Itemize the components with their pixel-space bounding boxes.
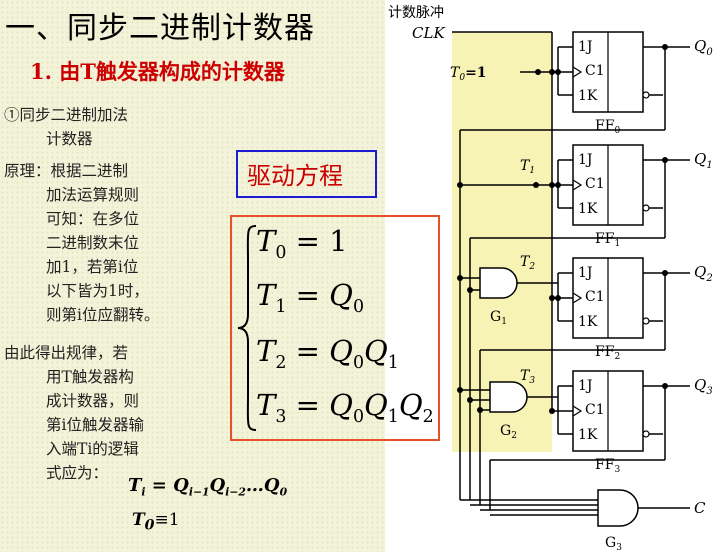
flip-flop-0: 1J C1 1K FF0 <box>572 31 650 136</box>
j-input-label: 1J <box>578 265 593 281</box>
equations-box <box>230 215 440 441</box>
clock-input-label: C1 <box>585 289 605 305</box>
flip-flop-1: 1J C1 1K FF1 <box>572 144 650 249</box>
equation-t3: T3 = Q0Q1Q2 <box>256 388 434 427</box>
brace-icon <box>237 225 257 431</box>
output-label: Q2 <box>694 263 713 284</box>
text-line: 可知：在多位 <box>46 210 140 228</box>
text-line: 式应为： <box>46 464 109 482</box>
text-line: 计数器 <box>46 130 93 148</box>
page-title: 一、同步二进制计数器 <box>5 11 315 46</box>
text-line: 以下皆为1时， <box>46 282 149 300</box>
equation-t2: T2 = Q0Q1 <box>256 334 399 373</box>
k-input-label: 1K <box>578 314 598 330</box>
clock-input-label: C1 <box>585 402 605 418</box>
and-gate-1: G1 <box>479 267 518 327</box>
k-input-label: 1K <box>578 88 598 104</box>
paragraph-adder: ①同步二进制加法 计数器 <box>4 103 128 151</box>
j-input-label: 1J <box>578 39 593 55</box>
flip-flop-2: 1J C1 1K FF2 <box>572 257 650 362</box>
text-line: 加法运算规则 <box>46 186 140 204</box>
t0-label: T0=1 <box>450 65 487 83</box>
flip-flop-name: FF0 <box>595 118 620 136</box>
t0-formula: T0≡1 <box>132 510 180 534</box>
text-line: 原理：根据二进制 <box>4 162 129 180</box>
clock-input-label: C1 <box>585 176 605 192</box>
text-line: 成计数器，则 <box>46 392 140 410</box>
clock-input-label: C1 <box>585 63 605 79</box>
output-label: Q3 <box>694 376 713 397</box>
equation-t1: T1 = Q0 <box>256 278 365 317</box>
output-label: Q1 <box>694 150 713 171</box>
clock-label: CLK <box>412 24 445 42</box>
drive-label-box <box>236 150 377 198</box>
counter-circuit-diagram: 计数脉冲 CLK T0=1 1JC11KFF01JC11KFF11JC11KFF… <box>388 5 713 552</box>
general-formula: Ti = Qi−1Qi−2…Q0 <box>128 475 288 499</box>
carry-label: C <box>694 499 706 517</box>
drive-equations-label: 驱动方程 <box>247 162 343 190</box>
text-line: 用T触发器构 <box>46 368 134 386</box>
text-line: 二进制数末位 <box>46 234 140 252</box>
text-line: 则第i位应翻转。 <box>46 306 160 324</box>
k-input-label: 1K <box>578 427 598 443</box>
j-input-label: 1J <box>578 152 593 168</box>
gate-label: G3 <box>605 535 622 552</box>
paragraph-principle: 原理：根据二进制 加法运算规则 可知：在多位 二进制数末位 加1，若第i位 以下… <box>4 159 159 327</box>
flip-flop-name: FF1 <box>595 231 620 249</box>
output-label: Q0 <box>694 37 713 58</box>
text-line: ①同步二进制加法 <box>4 106 129 124</box>
and-gate-3: G3 <box>597 489 639 552</box>
text-line: 加1，若第i位 <box>46 258 139 276</box>
slide-background <box>0 0 385 552</box>
clock-caption: 计数脉冲 <box>388 5 444 21</box>
text-line: 入端Ti的逻辑 <box>46 440 139 458</box>
equation-t0: T0 = 1 <box>256 224 348 263</box>
text-line: 第i位触发器输 <box>46 416 144 434</box>
k-input-label: 1K <box>578 201 598 217</box>
section-subtitle: 1. 由T触发器构成的计数器 <box>30 59 285 84</box>
flip-flop-name: FF2 <box>595 344 620 362</box>
text-line: 由此得出规律，若 <box>4 344 129 362</box>
j-input-label: 1J <box>578 378 593 394</box>
flip-flop-3: 1J C1 1K FF3 <box>572 370 650 475</box>
paragraph-rule: 由此得出规律，若 用T触发器构 成计数器，则 第i位触发器输 入端Ti的逻辑 式… <box>4 341 144 485</box>
flip-flop-name: FF3 <box>595 457 620 475</box>
